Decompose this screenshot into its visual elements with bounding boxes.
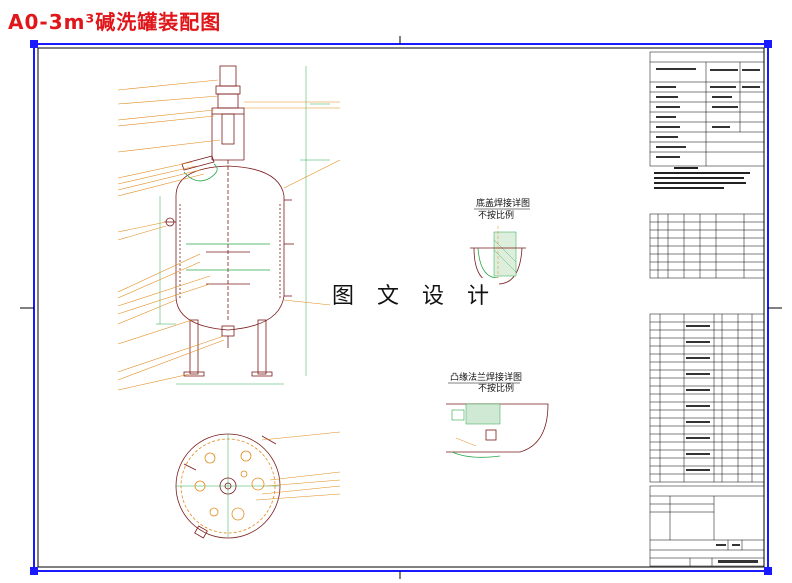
leader-lines-right xyxy=(244,101,341,307)
corner-grip-br xyxy=(764,567,772,575)
vessel-elevation xyxy=(164,65,294,377)
detail-1-heading: 底盖焊接详图 xyxy=(476,197,530,209)
corner-grip-tl xyxy=(30,40,38,48)
corner-grip-tr xyxy=(764,40,772,48)
table-cell-fills xyxy=(656,68,760,563)
watermark: 图 文 设 计 xyxy=(330,278,499,310)
leader-lines-left xyxy=(117,79,225,391)
vessel-plan-view xyxy=(175,433,281,539)
detail-flange-weld xyxy=(446,403,549,458)
drawing-title: A0-3m³碱洗罐装配图 xyxy=(8,10,222,34)
tech-requirements-block xyxy=(649,51,765,167)
corner-grip-bl xyxy=(30,567,38,575)
plan-leader-lines xyxy=(255,431,341,501)
detail-2-heading: 凸缘法兰焊接详图 xyxy=(450,371,522,383)
parts-list xyxy=(649,313,765,483)
nozzle-table xyxy=(649,213,765,279)
detail-1-scale: 不按比例 xyxy=(478,209,514,221)
tech-requirements-text xyxy=(654,167,750,189)
title-block xyxy=(649,485,765,567)
detail-2-scale: 不按比例 xyxy=(478,382,514,394)
